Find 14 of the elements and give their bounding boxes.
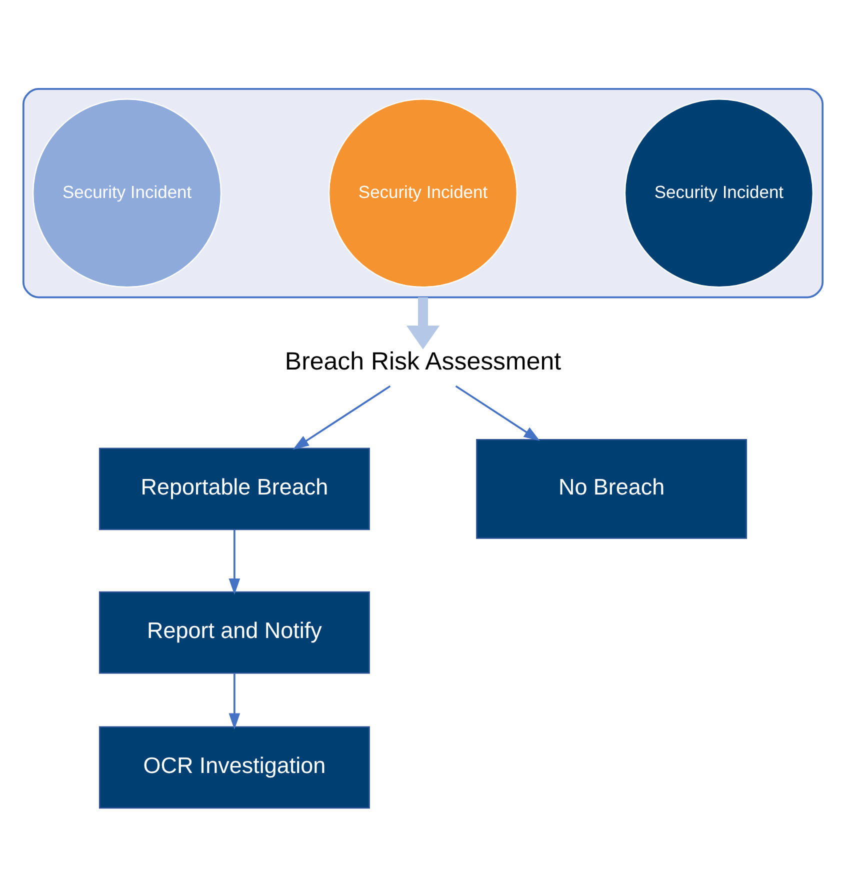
node-box: Reportable Breach (98, 448, 370, 530)
node-text: Breach Risk Assessment (284, 348, 562, 376)
cluster (22, 88, 824, 298)
arrow (228, 530, 240, 595)
node-box: No Breach (476, 439, 748, 539)
node-box: Report and Notify (98, 591, 370, 674)
node-circle: Security Incident (32, 98, 222, 288)
arrow (406, 297, 440, 350)
node-box: OCR Investigation (98, 726, 370, 809)
arrow (455, 385, 540, 442)
node-circle: Security Incident (328, 98, 518, 288)
arrow (292, 385, 391, 450)
arrow (228, 673, 240, 730)
node-circle: Security Incident (624, 98, 814, 288)
